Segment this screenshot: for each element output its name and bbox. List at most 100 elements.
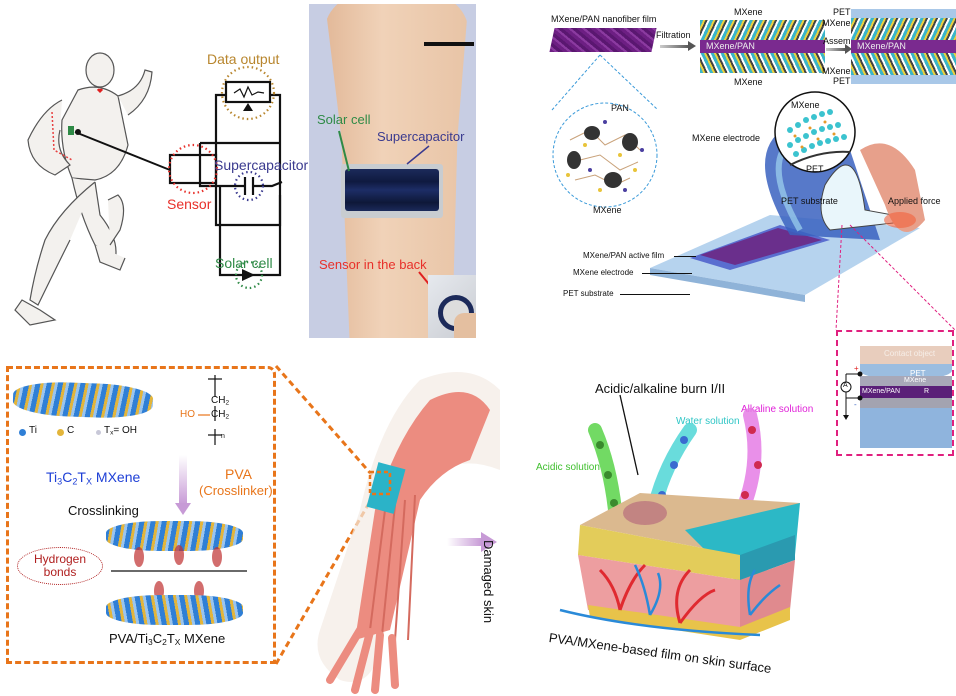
photo-label-solar-cell: Solar cell [317, 112, 371, 127]
crosslinker-label: (Crosslinker) [199, 483, 273, 498]
arrow-to-skin [447, 538, 482, 546]
alkaline-label: Alkaline solution [741, 404, 814, 415]
mxene-formula-label: Ti3C2TX MXene [46, 469, 141, 487]
label-inset-mxene: MXene [791, 100, 820, 110]
legend-tx-dot [96, 430, 101, 435]
stack2-pet-layer-top [851, 9, 956, 18]
sensor-marker [167, 143, 219, 195]
label-mxene-electrode: MXene electrode [573, 268, 634, 277]
label-cs-mxene: MXene [904, 377, 927, 384]
panel-c-pva-mxene: Ti C Tx= OH Ti3C2TX MXene CH2 CH2 HO n P… [6, 366, 276, 664]
bottom-pet-layer [860, 408, 952, 448]
label-pan: PAN [611, 103, 629, 113]
label-applied-force: Applied force [888, 196, 941, 206]
mxene-layer [860, 376, 952, 386]
panel-a-runner-circuit: Data output Supercapacitor Sensor Solar … [0, 0, 309, 340]
legend-c: C [67, 425, 75, 436]
device-3d [650, 91, 925, 302]
arrow-assemble [826, 48, 846, 51]
molecular-zoom-circle [551, 54, 659, 208]
photo-label-sensor-back: Sensor in the back [319, 257, 427, 272]
stack2-mxene-layer-bottom [851, 53, 956, 75]
water-label: Water solution [676, 416, 740, 427]
arrow-filtration [660, 45, 690, 48]
scale-bar [424, 42, 474, 46]
cross-section-inset: Contact object PET MXene MXene/PAN R A +… [836, 330, 954, 456]
pva-ch2-top: CH2 [211, 395, 230, 407]
label-plus: + [854, 364, 859, 373]
pva-label: PVA [225, 466, 252, 482]
label-solar-cell: Solar cell [215, 255, 273, 271]
label-ammeter: A [843, 382, 848, 389]
label-inset-pet: PET [806, 164, 824, 174]
crosslinking-label: Crosslinking [68, 503, 139, 518]
label-mxene-circle: MXene [593, 205, 622, 215]
mxene-sheet-top [106, 521, 243, 551]
data-output-marker [220, 65, 276, 121]
pva-ho: HO [180, 409, 195, 420]
crosslinking-arrow [179, 455, 187, 505]
stack2-pet-layer-bottom [851, 75, 956, 84]
burn-label: Acidic/alkaline burn I/II [595, 381, 726, 396]
stack1-mxene-bottom: MXene [734, 77, 763, 87]
label-sensor: Sensor [167, 196, 212, 212]
mxene-pan-layer [860, 386, 952, 398]
acidic-label: Acidic solution [536, 462, 600, 473]
arm-illustration [317, 372, 500, 694]
leader-active-film [674, 256, 696, 257]
legend-tx: Tx= OH [104, 425, 137, 437]
label-pet-substrate-top: PET substrate [781, 196, 838, 206]
hydrogen-bonds-bubble: Hydrogen bonds [17, 547, 103, 585]
stack1-mxene-layer-top [700, 20, 825, 40]
crosslinking-arrowhead [175, 503, 191, 515]
label-minus: - [854, 400, 857, 409]
runner-illustration [14, 52, 171, 326]
label-assemble: Assemble [823, 36, 863, 46]
leader-mxene-electrode [642, 273, 692, 274]
cross-section-zoom-lines [835, 224, 956, 331]
legend-c-dot [57, 429, 64, 436]
label-film-title: MXene/PAN nanofiber film [551, 14, 657, 24]
stack1-mxene-pan: MXene/PAN [700, 40, 825, 53]
panel-b-pressure-sensor: MXene/PAN nanofiber film Filtration MXen… [530, 0, 956, 460]
arrow-to-skin-head [481, 532, 497, 552]
product-label: PVA/Ti3C2TX MXene [109, 631, 226, 648]
stack1-mxene-top: MXene [734, 7, 763, 17]
pva-structure [198, 375, 222, 445]
skin-model [559, 394, 800, 640]
label-supercapacitor: Supercapacitor [214, 157, 309, 173]
damaged-skin-label: Damaged skin [481, 540, 496, 624]
stack2-pet-top: PET [833, 7, 851, 17]
pva-n: n [221, 433, 225, 440]
legend-ti: Ti [29, 425, 37, 436]
label-filtration: Filtration [656, 30, 691, 40]
label-active-film: MXene/PAN active film [583, 251, 665, 260]
stack2-pet-bottom: PET [833, 76, 851, 86]
label-pet-substrate: PET substrate [563, 289, 614, 298]
ammeter-circuit [840, 371, 863, 420]
solar-cell-band [345, 169, 439, 211]
legend-ti-dot [19, 429, 26, 436]
label-cs-r: R [924, 388, 930, 395]
label-cs-mxene-pan: MXene/PAN [862, 388, 900, 395]
sensor-inset-photo [428, 275, 476, 338]
label-mxene-electrode-top: MXene electrode [692, 133, 761, 143]
mxene-sheet-bottom [106, 595, 243, 625]
stack1-mxene-layer-bottom [700, 53, 825, 73]
label-cs-pet: PET [910, 369, 926, 378]
leader-pet-substrate [620, 294, 690, 295]
stack2-mxene-bottom: MXene [822, 66, 851, 76]
label-contact-object: Contact object [884, 349, 936, 358]
bottom-mxene-layer [860, 398, 952, 408]
film-patch-on-arm [366, 462, 406, 514]
pva-ch2-bottom: CH2 [211, 409, 230, 421]
stack2-mxene-pan: MXene/PAN [851, 40, 956, 53]
label-data-output: Data output [207, 51, 280, 67]
circuit-diagram [167, 65, 283, 290]
solar-cell-marker [234, 260, 264, 290]
photo-label-supercapacitor: Supercapacitor [377, 129, 465, 144]
supercapacitor-marker [233, 170, 265, 202]
legend-tx-value: = OH [113, 425, 137, 436]
wrist-device-photo: Solar cell Supercapacitor Sensor in the … [309, 4, 476, 338]
